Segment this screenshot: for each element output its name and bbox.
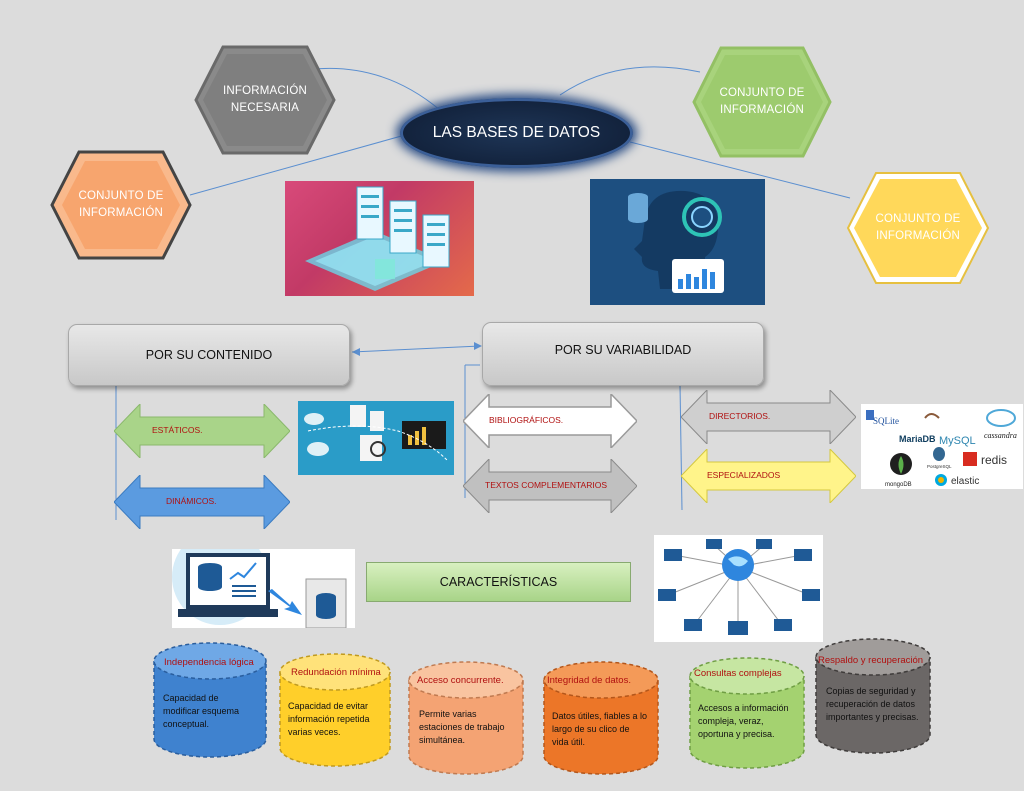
cylinder-title: Integridad de datos. <box>547 675 631 686</box>
arrow-label: DINÁMICOS. <box>166 496 217 506</box>
hexagon-informacion-necesaria: INFORMACIÓN NECESARIA <box>193 44 337 156</box>
mariadb-logo: MariaDB <box>899 434 936 444</box>
cylinder-body: Capacidad de modificar esquema conceptua… <box>163 693 240 729</box>
arrow-directorios: DIRECTORIOS. <box>681 390 856 444</box>
cylinder-title: Independencia lógica <box>164 657 254 668</box>
cylinder-body: Accesos a información compleja, veraz, o… <box>698 703 789 739</box>
arrow-bibliograficos: BIBLIOGRÁFICOS. <box>463 394 637 448</box>
arrow-label: ESPECIALIZADOS <box>707 470 781 480</box>
cylinder-body: Capacidad de evitar información repetida… <box>288 701 370 737</box>
arrow-label: BIBLIOGRÁFICOS. <box>489 415 564 425</box>
sqlite-logo: SQLite <box>873 416 899 426</box>
arrow-label: TEXTOS COMPLEMENTARIOS <box>485 480 608 490</box>
cylinder-body: Copias de seguridad y recuperación de da… <box>826 686 919 722</box>
cylinder-independencia-logica: Independencia lógica Capacidad de modifi… <box>152 641 268 759</box>
cassandra-logo: cassandra <box>984 431 1017 440</box>
database-logos: SQLite MariaDB MySQL cassandra mongoDB P… <box>861 404 1023 489</box>
mysql-logo: MySQL <box>939 435 976 447</box>
hexagon-label: CONJUNTO DE INFORMACIÓN <box>78 190 164 219</box>
hexagon-label: CONJUNTO DE INFORMACIÓN <box>719 87 805 116</box>
redis-logo: redis <box>981 453 1007 467</box>
cylinder-integridad-de-datos: Integridad de datos. Datos útiles, fiabl… <box>542 660 660 776</box>
ai-head-illustration <box>590 179 765 305</box>
cylinder-title: Consultas complejas <box>694 668 782 679</box>
cylinder-title: Acceso concurrente. <box>417 675 504 686</box>
cloud-infographic <box>298 401 454 475</box>
cylinder-consultas-complejas: Consultas complejas Accesos a informació… <box>688 656 806 770</box>
hexagon-label: CONJUNTO DE INFORMACIÓN <box>875 213 961 242</box>
cylinder-body: Permite varias estaciones de trabajo sim… <box>419 709 505 745</box>
hexagon-label: INFORMACIÓN NECESARIA <box>223 85 307 114</box>
arrow-estaticos: ESTÁTICOS. <box>114 404 290 458</box>
cylinder-body: Datos útiles, fiables a lo largo de su c… <box>552 711 648 747</box>
database-laptop-illustration <box>172 549 355 628</box>
box-por-su-contenido: POR SU CONTENIDO <box>68 324 350 386</box>
arrow-dinamicos: DINÁMICOS. <box>114 475 290 529</box>
network-illustration <box>654 535 823 642</box>
hexagon-conjunto-left: CONJUNTO DE INFORMACIÓN <box>49 149 193 261</box>
hexagon-conjunto-right: CONJUNTO DE INFORMACIÓN <box>845 170 991 286</box>
cylinder-respaldo-y-recuperacion: Respaldo y recuperación Copias de seguri… <box>814 637 932 755</box>
main-title: LAS BASES DE DATOS <box>400 98 633 168</box>
cylinder-title: Redundación mínima <box>291 667 381 678</box>
caracteristicas-label: CARACTERÍSTICAS <box>439 575 558 589</box>
cylinder-redundacion-minima: Redundación mínima Capacidad de evitar i… <box>278 652 392 768</box>
main-title-text: LAS BASES DE DATOS <box>432 124 601 141</box>
arrow-label: ESTÁTICOS. <box>152 425 203 435</box>
cylinder-acceso-concurrente: Acceso concurrente. Permite varias estac… <box>407 660 525 776</box>
cylinder-title: Respaldo y recuperación <box>818 655 924 666</box>
hexagon-conjunto-top-right: CONJUNTO DE INFORMACIÓN <box>691 45 833 159</box>
box-por-su-variabilidad: POR SU VARIABILIDAD <box>482 322 764 386</box>
arrow-label: DIRECTORIOS. <box>709 411 771 421</box>
arrow-especializados: ESPECIALIZADOS <box>681 449 856 503</box>
postgresql-logo: PostgreSQL <box>927 464 952 469</box>
arrow-textos-complementarios: TEXTOS COMPLEMENTARIOS <box>463 459 637 513</box>
box-label: POR SU VARIABILIDAD <box>554 343 692 357</box>
servers-illustration <box>285 181 474 296</box>
caracteristicas-banner: CARACTERÍSTICAS <box>366 562 631 602</box>
elastic-logo: elastic <box>951 476 979 487</box>
mongodb-logo: mongoDB <box>885 482 912 488</box>
box-label: POR SU CONTENIDO <box>145 348 273 362</box>
